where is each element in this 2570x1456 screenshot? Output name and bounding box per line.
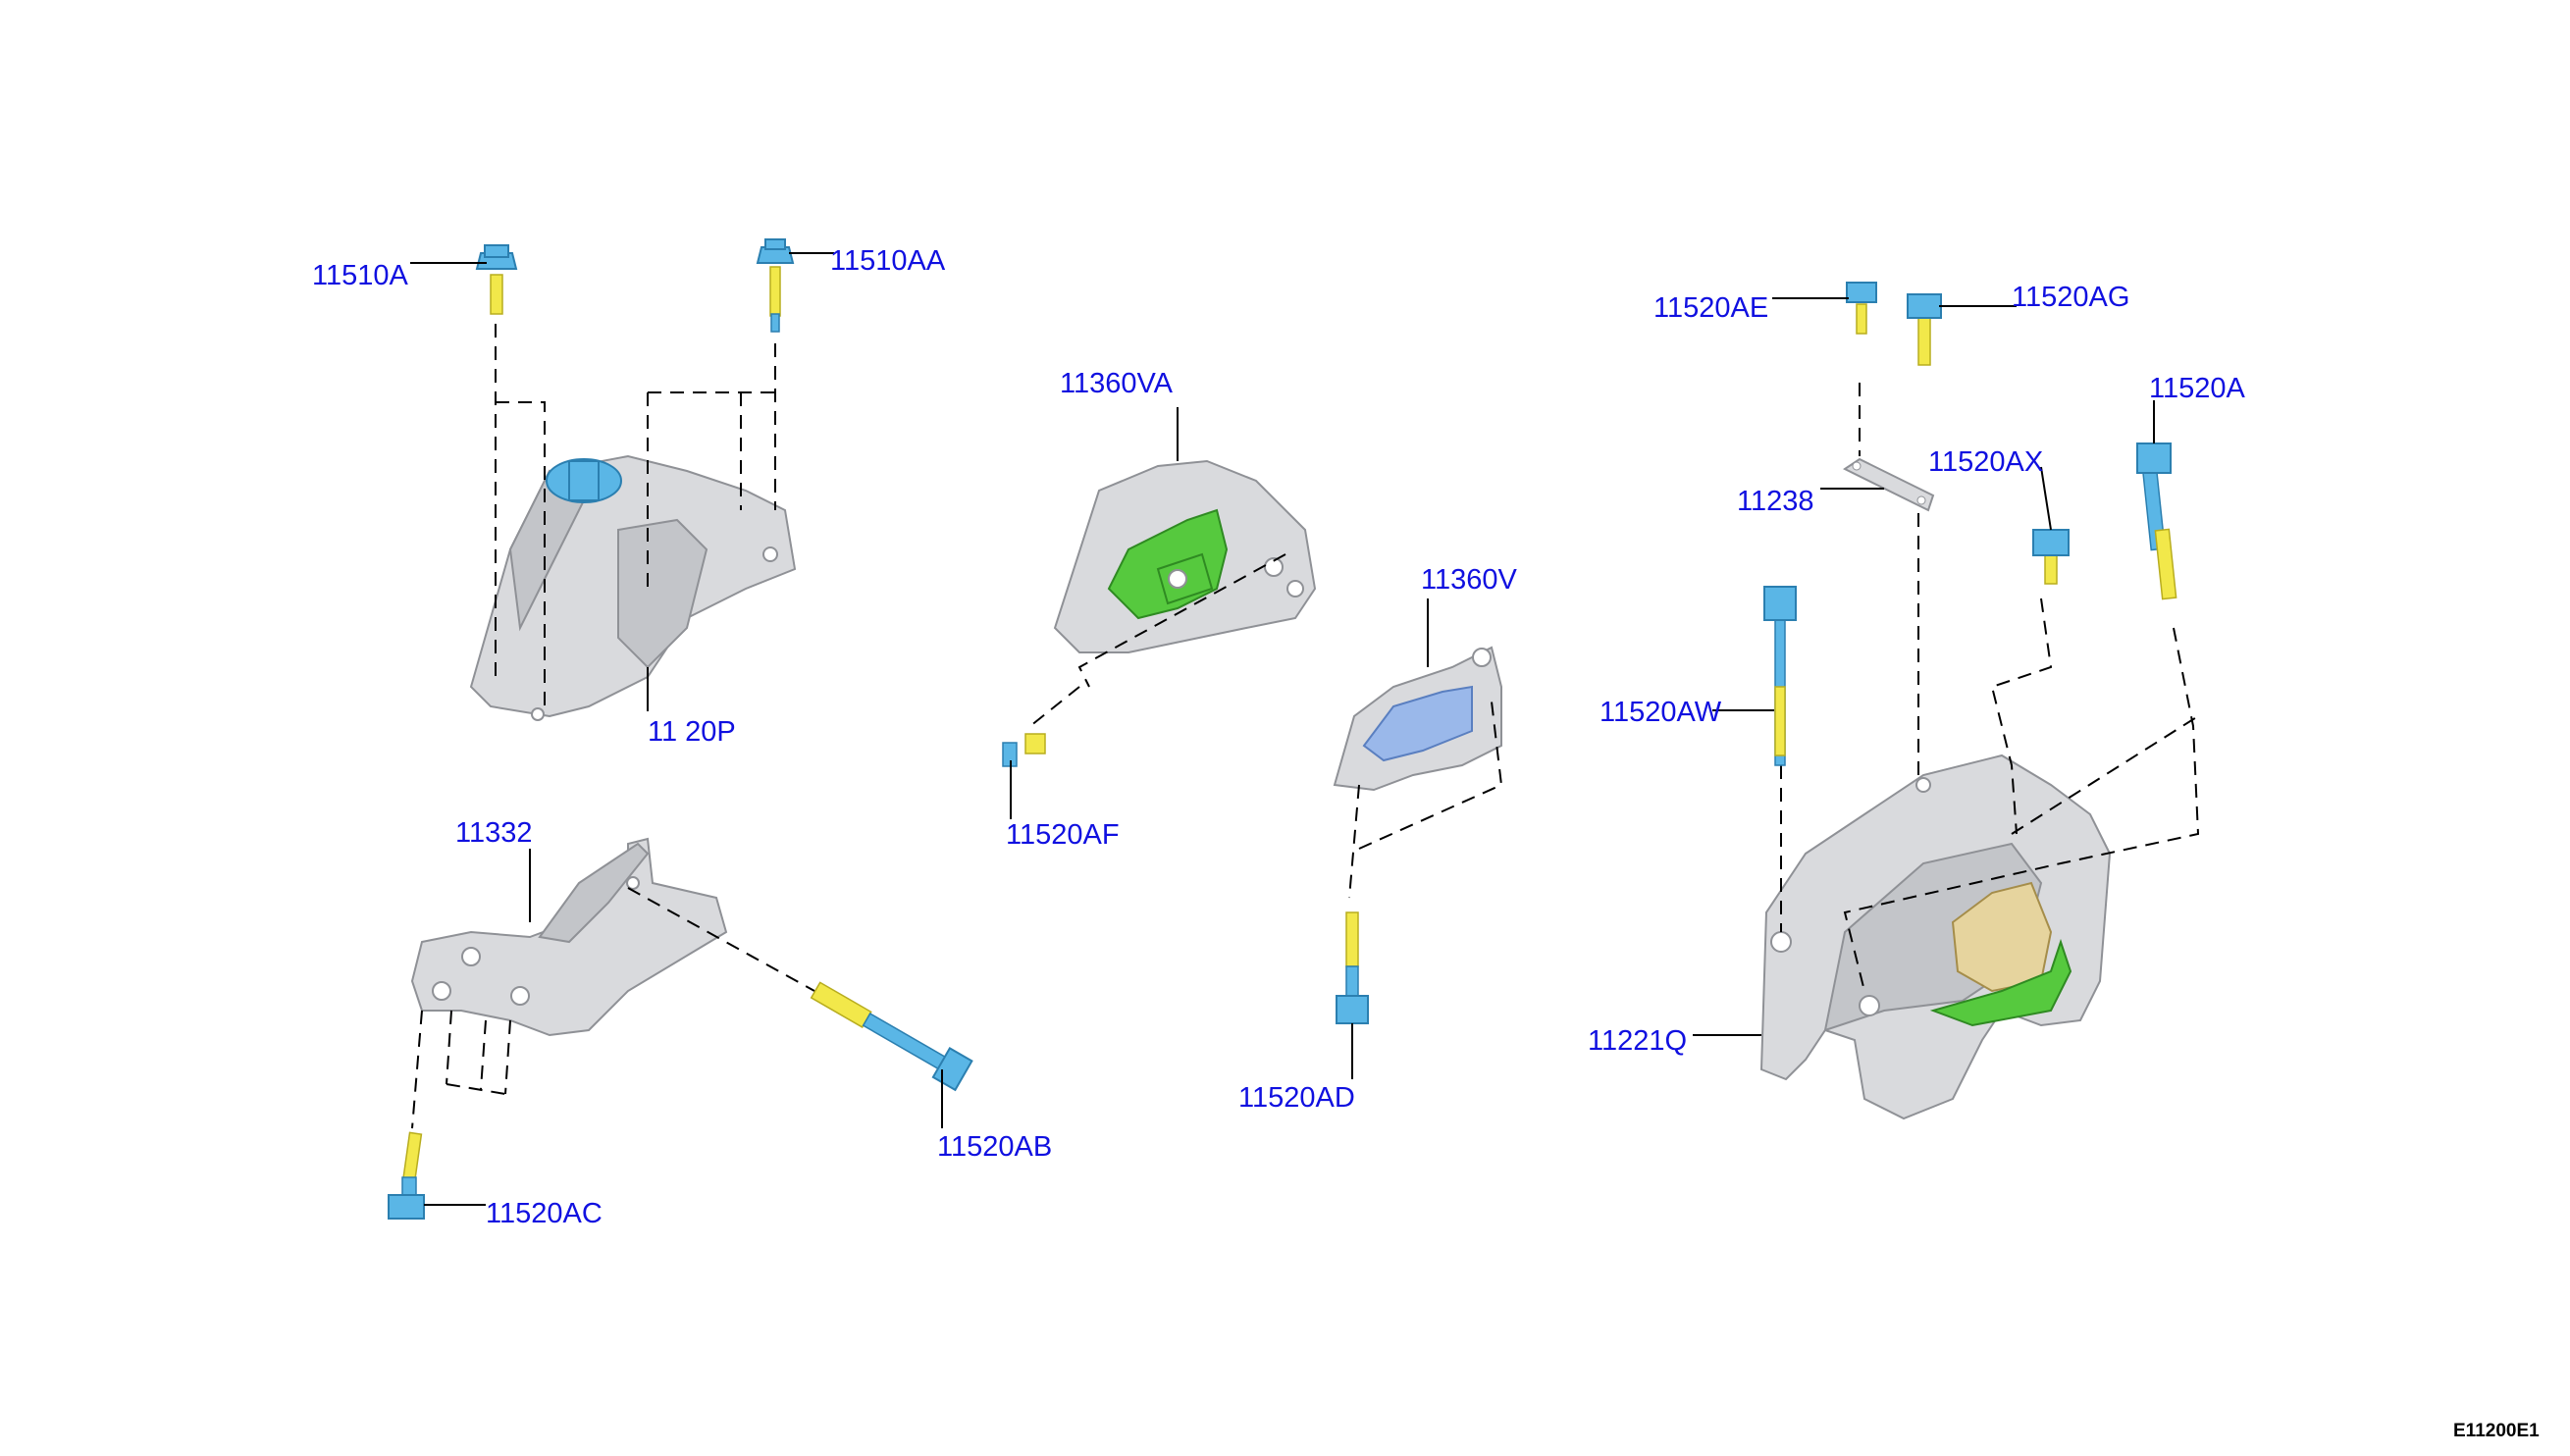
- bolt-11510aa-part: [756, 238, 795, 333]
- bolt-11520a-part: [2136, 442, 2177, 600]
- bolt-11520ag-part: [1907, 293, 1942, 366]
- bolt-11520ab-part: [810, 981, 973, 1092]
- label-11520af: 11520AF: [1006, 819, 1120, 851]
- bolt-11510a-part: [475, 244, 518, 315]
- bolt-11520ac-part: [388, 1131, 425, 1220]
- label-11510aa: 11510AA: [830, 245, 946, 277]
- label-11332: 11332: [455, 817, 533, 849]
- label-11520ab: 11520AB: [937, 1131, 1052, 1163]
- bolt-11520ax-part: [2032, 529, 2070, 585]
- label-11221q: 11221Q: [1588, 1025, 1687, 1057]
- mount-11120p-part: [469, 454, 797, 721]
- insulator-11360va-part: [1053, 459, 1317, 653]
- label-11520ax: 11520AX: [1928, 446, 2043, 478]
- label-11520ae: 11520AE: [1653, 292, 1768, 324]
- bolt-11520af-part: [1002, 733, 1046, 767]
- label-11120p: 11 20P: [648, 716, 736, 748]
- mount-11221q-part: [1759, 754, 2112, 1120]
- label-11238: 11238: [1737, 486, 1814, 517]
- bracket-11332-part: [410, 837, 728, 1037]
- label-11520ad: 11520AD: [1238, 1082, 1355, 1114]
- bolt-11520ad-part: [1336, 911, 1369, 1024]
- plate-11238-part: [1843, 457, 1935, 512]
- bracket-11360v-part: [1333, 646, 1502, 792]
- bolt-11520ae-part: [1846, 282, 1877, 335]
- bolt-11520aw-part: [1763, 586, 1797, 766]
- label-11360v: 11360V: [1421, 564, 1517, 596]
- label-11510a: 11510A: [312, 260, 408, 291]
- label-11520aw: 11520AW: [1600, 697, 1722, 728]
- label-11520a: 11520A: [2149, 373, 2245, 404]
- figure-reference: E11200E1: [2453, 1421, 2540, 1441]
- leader-lines: [410, 252, 2155, 1206]
- label-11360va: 11360VA: [1060, 368, 1174, 399]
- label-11520ag: 11520AG: [2012, 282, 2129, 313]
- label-11520ac: 11520AC: [486, 1198, 603, 1229]
- callout-labels: 11510A 11510AA 11 20P 11360VA 11520AF 11…: [312, 245, 2245, 1229]
